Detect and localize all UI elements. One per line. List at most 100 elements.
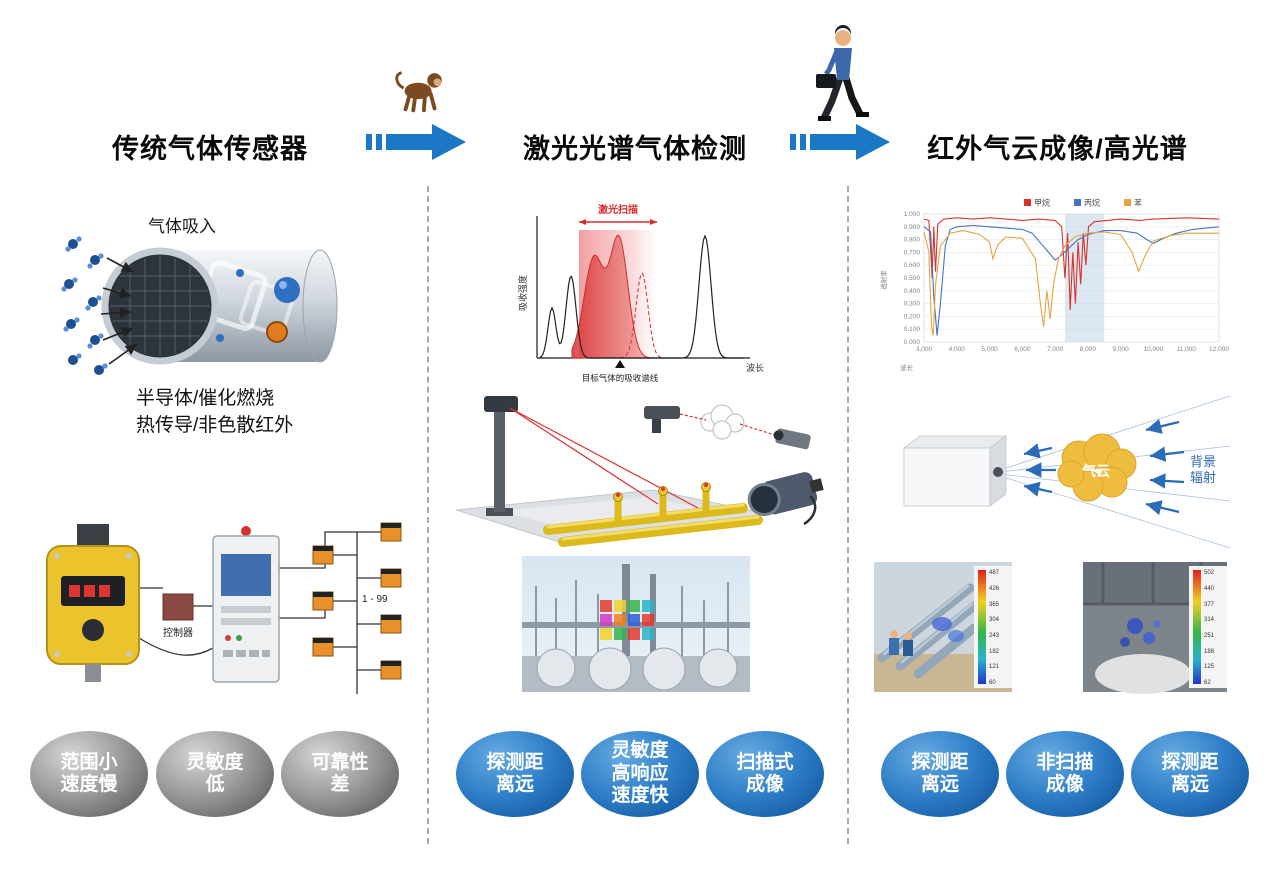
svg-text:60: 60 — [989, 680, 996, 686]
relay-box-label: 控制器 — [163, 626, 193, 639]
advantage-badge: 探测距 离远 — [881, 731, 999, 817]
svg-text:0.400: 0.400 — [904, 288, 921, 295]
svg-text:甲烷: 甲烷 — [1034, 198, 1050, 208]
temperature-colorbar — [1193, 570, 1201, 684]
detector-count-label: 1 - 99 — [362, 594, 388, 605]
svg-text:426: 426 — [989, 586, 1000, 592]
businessman-icon — [816, 25, 869, 121]
svg-text:0.700: 0.700 — [904, 249, 921, 256]
colorbar-scale: 487 426 365 304 243 182 121 60 — [989, 570, 1000, 686]
svg-text:440: 440 — [1204, 586, 1215, 592]
limitation-badge: 范围小 速度慢 — [30, 731, 148, 817]
svg-text:365: 365 — [989, 602, 1000, 608]
series-propane — [923, 224, 1220, 336]
svg-text:0.000: 0.000 — [904, 339, 921, 346]
transmission-spectrum-chart: 1.0000.9000.8000.7000.6000.5000.4000.300… — [879, 198, 1230, 373]
laser-detection-scene — [455, 396, 824, 547]
svg-text:0.500: 0.500 — [904, 275, 921, 282]
y-axis-label: 透射率 — [879, 270, 888, 290]
gas-leak-highlight — [1120, 618, 1161, 647]
laser-camera — [747, 472, 824, 517]
tech-line-1: 半导体/催化燃烧 — [136, 388, 275, 409]
imaging-camera-box — [902, 435, 1008, 507]
target-gas-label: 目标气体的吸收谱线 — [582, 373, 659, 383]
advantage-badge: 探测距 离远 — [1131, 731, 1249, 817]
svg-text:125: 125 — [1204, 664, 1215, 670]
chart-axes: 1.0000.9000.8000.7000.6000.5000.4000.300… — [904, 211, 1230, 353]
column-divider — [427, 186, 429, 844]
svg-text:8,000: 8,000 — [1080, 346, 1097, 353]
svg-text:182: 182 — [989, 649, 1000, 655]
advantage-badge: 灵敏度 高响应 速度快 — [581, 731, 699, 817]
svg-text:62: 62 — [1204, 680, 1211, 686]
column3-title: 红外气云成像/高光谱 — [927, 134, 1188, 164]
svg-text:0.300: 0.300 — [904, 301, 921, 308]
tech-line-2: 热传导/非色散红外 — [136, 414, 294, 436]
column2-title: 激光光谱气体检测 — [523, 134, 747, 164]
gas-cloud-imaging-scene: 气云 背景 辐射 — [902, 395, 1231, 549]
svg-text:487: 487 — [989, 570, 1000, 576]
svg-text:11,000: 11,000 — [1177, 346, 1197, 353]
svg-text:502: 502 — [1204, 570, 1215, 576]
arrow-right-icon — [366, 124, 466, 160]
svg-text:12,000: 12,000 — [1209, 346, 1229, 353]
svg-text:243: 243 — [989, 633, 1000, 639]
limitation-badge: 灵敏度 低 — [156, 731, 274, 817]
series-methane — [923, 217, 1220, 311]
svg-text:苯: 苯 — [1134, 198, 1142, 208]
column1-title: 传统气体传感器 — [112, 134, 308, 164]
gas-alarm-system-diagram: 控制器 1 - 9 — [46, 522, 402, 694]
handheld-detector — [644, 406, 680, 433]
svg-text:5,000: 5,000 — [981, 346, 998, 353]
gas-plume-cloud — [700, 404, 745, 440]
limitation-badge: 可靠性 差 — [281, 731, 399, 817]
svg-text:377: 377 — [1204, 602, 1215, 608]
gas-molecules — [61, 236, 138, 375]
gas-intake-label: 气体吸入 — [148, 217, 216, 236]
background-radiation-label: 背景 — [1190, 454, 1216, 469]
workers — [889, 630, 913, 656]
laser-scan-label: 激光扫描 — [598, 203, 638, 216]
sensor-cylinder — [101, 247, 338, 365]
x-axis-label: 波长 — [900, 363, 914, 372]
thermal-image-left: 487 426 365 304 243 182 121 60 — [874, 562, 1012, 692]
background-radiation-label: 辐射 — [1190, 470, 1216, 485]
svg-text:3,000: 3,000 — [916, 346, 933, 353]
svg-text:304: 304 — [989, 617, 1000, 623]
shifted-laser-peak — [619, 272, 667, 359]
svg-text:251: 251 — [1204, 633, 1215, 639]
radiation-arrows — [1023, 418, 1185, 516]
svg-text:314: 314 — [1204, 617, 1215, 623]
svg-text:0.800: 0.800 — [904, 237, 921, 244]
arrow-right-icon — [790, 124, 890, 160]
y-axis-label: 吸收强度 — [517, 275, 528, 311]
svg-text:0.900: 0.900 — [904, 224, 921, 231]
svg-text:121: 121 — [989, 664, 1000, 670]
target-line-marker — [615, 360, 625, 368]
column-divider — [847, 186, 849, 844]
svg-text:7,000: 7,000 — [1047, 346, 1064, 353]
gas-imaging-overlay — [600, 600, 654, 640]
gas-cloud-label: 气云 — [1081, 463, 1110, 479]
gas-leak-highlight — [932, 617, 964, 642]
advantage-badge: 探测距 离远 — [456, 731, 574, 817]
gas-cloud — [1057, 433, 1137, 502]
svg-text:1.000: 1.000 — [904, 211, 921, 218]
svg-text:丙烷: 丙烷 — [1084, 198, 1100, 208]
traditional-sensor-illustration — [61, 236, 338, 375]
chart-legend: 甲烷 丙烷 苯 — [1024, 198, 1142, 208]
alarm-controller-panel — [212, 526, 280, 683]
svg-text:0.100: 0.100 — [904, 326, 921, 333]
detector-network-tree: 1 - 99 — [312, 522, 402, 694]
spherical-tanks — [536, 647, 738, 691]
relay-box: 控制器 — [162, 593, 194, 639]
camera-cable — [803, 495, 817, 526]
svg-text:10,000: 10,000 — [1143, 346, 1163, 353]
highlight-band — [1064, 214, 1105, 342]
gas-pipes — [543, 482, 763, 547]
series-benzene — [923, 230, 1219, 336]
thermal-image-right: 502 440 377 314 251 188 125 62 — [1083, 562, 1227, 694]
advantage-badge: 非扫描 成像 — [1006, 731, 1124, 817]
svg-text:9,000: 9,000 — [1113, 346, 1130, 353]
